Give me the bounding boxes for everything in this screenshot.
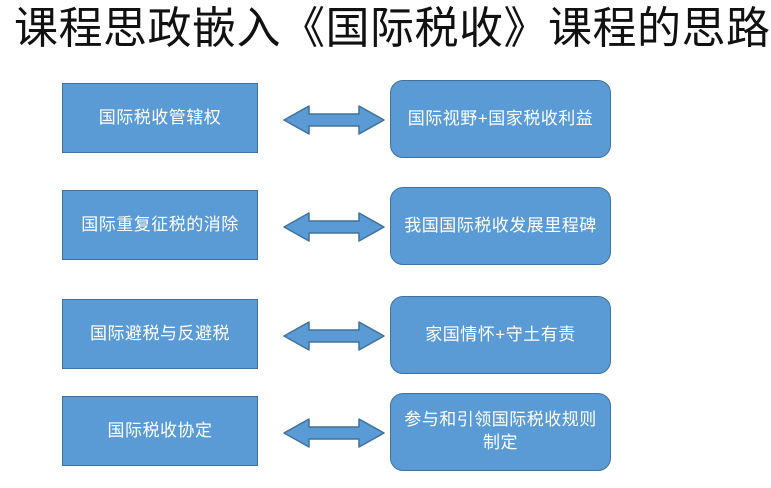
diagram-node-course-topic: 国际税收管辖权: [62, 83, 258, 153]
diagram-node-course-topic: 国际税收协定: [62, 396, 258, 466]
diagram-row: 国际避税与反避税 家国情怀+守土有责: [0, 296, 771, 374]
diagram-node-ideology-element: 家国情怀+守土有责: [390, 296, 611, 374]
diagram-node-ideology-element: 国际视野+国家税收利益: [390, 80, 611, 158]
double-arrow-icon: [282, 319, 386, 353]
diagram-row: 国际税收管辖权 国际视野+国家税收利益: [0, 80, 771, 158]
diagram-row: 国际税收协定 参与和引领国际税收规则制定: [0, 393, 771, 471]
double-arrow-icon: [282, 103, 386, 137]
double-arrow-icon: [282, 416, 386, 450]
diagram-node-course-topic: 国际避税与反避税: [62, 299, 258, 369]
double-arrow-icon: [282, 210, 386, 244]
diagram-node-course-topic: 国际重复征税的消除: [62, 190, 258, 260]
page-title: 课程思政嵌入《国际税收》课程的思路: [14, 4, 771, 53]
diagram-node-ideology-element: 参与和引领国际税收规则制定: [390, 393, 611, 471]
diagram-node-ideology-element: 我国国际税收发展里程碑: [390, 187, 611, 265]
diagram-row: 国际重复征税的消除 我国国际税收发展里程碑: [0, 187, 771, 265]
